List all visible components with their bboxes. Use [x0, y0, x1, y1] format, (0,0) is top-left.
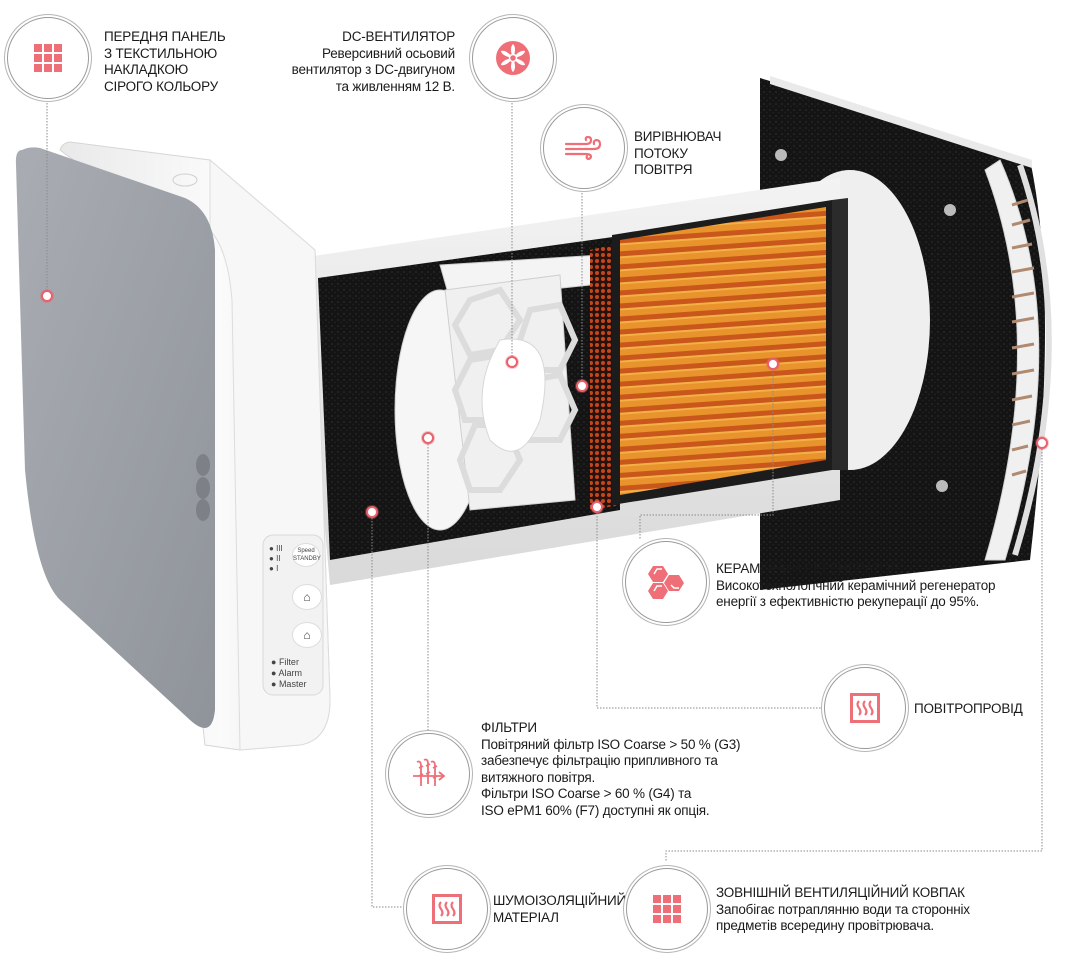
speed-standby-button[interactable]: Speed STANDBY — [292, 543, 321, 567]
indicator-filter: ● Filter — [271, 657, 299, 667]
callout-icon-air-duct — [824, 667, 906, 749]
house-arrow-in-icon: ⌂ — [303, 590, 311, 604]
hotspot-outer-hood[interactable] — [1036, 437, 1048, 449]
hotspot-front-panel[interactable] — [41, 290, 53, 302]
speed-level-3: ● III — [269, 544, 283, 553]
hotspot-dc-fan[interactable] — [506, 356, 518, 368]
filter-icon — [413, 758, 446, 786]
hotspot-insulation[interactable] — [366, 506, 378, 518]
fan-icon — [496, 41, 530, 75]
hotspot-filters[interactable] — [422, 432, 434, 444]
callout-icon-dc-fan — [472, 17, 554, 99]
leader-regenerator — [639, 364, 774, 540]
callout-outer-hood: ЗОВНІШНІЙ ВЕНТИЛЯЦІЙНИЙ КОВПАК Запобігає… — [716, 885, 970, 933]
wind-icon — [564, 136, 602, 160]
callout-air-duct: ПОВІТРОПРОВІД — [914, 701, 1023, 716]
leader-air-duct — [596, 507, 822, 709]
heater-icon — [850, 693, 880, 723]
callout-insulation: ШУМОІЗОЛЯЦІЙНИЙ МАТЕРІАЛ — [493, 893, 627, 925]
indicator-master: ● Master — [271, 679, 307, 689]
hotspot-regenerator[interactable] — [767, 358, 779, 370]
heater-icon — [432, 894, 462, 924]
callout-front-panel: ПЕРЕДНЯ ПАНЕЛЬ З ТЕКСТИЛЬНОЮ НАКЛАДКОЮ С… — [104, 29, 226, 94]
callout-filters: ФІЛЬТРИ Повітряний фільтр ISO Coarse > 5… — [481, 720, 741, 818]
hotspot-air-duct[interactable] — [591, 501, 603, 513]
honeycomb-icon — [648, 566, 684, 599]
speed-level-indicators: ● III ● II ● I — [269, 544, 283, 574]
callout-icon-front-panel — [7, 17, 89, 99]
callout-icon-flow-straightener — [543, 107, 625, 189]
ceramic-regenerator-illustration — [590, 198, 848, 510]
status-indicators: ● Filter ● Alarm ● Master — [271, 657, 306, 690]
callout-icon-insulation — [406, 868, 488, 950]
hotspot-flow-straightener[interactable] — [576, 380, 588, 392]
supply-mode-button[interactable]: ⌂ — [292, 584, 322, 610]
callout-dc-fan: DC-ВЕНТИЛЯТОР Реверсивний осьовий вентил… — [291, 29, 456, 94]
leader-outer-hood — [665, 443, 1043, 862]
callout-flow-straightener: ВИРІВНЮВАЧ ПОТОКУ ПОВІТРЯ — [634, 129, 722, 177]
front-panel-illustration — [15, 147, 215, 729]
leader-insulation — [371, 512, 405, 908]
speed-level-2: ● II — [269, 554, 281, 563]
callout-icon-filters — [388, 733, 470, 815]
callout-icon-regenerator — [625, 541, 707, 623]
house-exchange-icon: ⌂ — [303, 628, 311, 642]
grid-icon — [653, 895, 681, 923]
control-panel: ● III ● II ● I Speed STANDBY ⌂ ⌂ ● Filte… — [265, 540, 325, 695]
grid-icon — [34, 44, 62, 72]
callout-regenerator: КЕРАМІЧНИЙ РЕГЕНЕРАТОР Високотехнологічн… — [716, 561, 996, 609]
fan-illustration — [439, 254, 601, 511]
indicator-alarm: ● Alarm — [271, 668, 302, 678]
speed-level-1: ● I — [269, 564, 279, 573]
callout-icon-outer-hood — [626, 868, 708, 950]
regeneration-mode-button[interactable]: ⌂ — [292, 622, 322, 648]
